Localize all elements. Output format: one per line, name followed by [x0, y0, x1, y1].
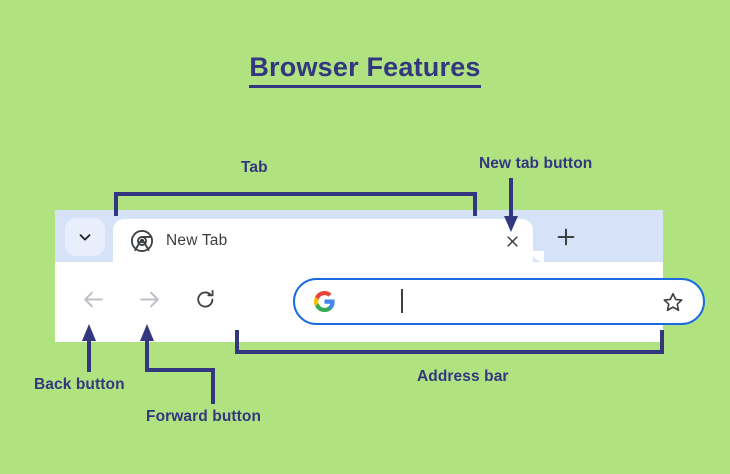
- page-title-text: Browser Features: [249, 52, 481, 88]
- tab-title: New Tab: [166, 231, 228, 249]
- annotation-label-forward-button: Forward button: [146, 408, 262, 425]
- arrow-left-icon: [81, 287, 106, 317]
- bookmark-star-icon[interactable]: [661, 290, 685, 314]
- annotation-label-new-tab-button: New tab button: [479, 155, 593, 172]
- forward-button[interactable]: [129, 282, 169, 322]
- google-g-icon: [313, 290, 336, 313]
- annotation-label-back-button: Back button: [34, 376, 125, 393]
- chrome-logo-icon: [131, 229, 153, 252]
- annotation-label-address-bar: Address bar: [417, 368, 509, 385]
- new-tab-button[interactable]: [551, 224, 581, 254]
- browser-window: New Tab: [55, 210, 705, 342]
- page-title: Browser Features: [0, 52, 730, 88]
- address-bar[interactable]: [293, 278, 705, 325]
- browser-tab[interactable]: New Tab: [113, 219, 544, 262]
- back-button[interactable]: [73, 282, 113, 322]
- tab-search-button[interactable]: [65, 218, 105, 256]
- chevron-down-icon: [76, 228, 94, 246]
- arrow-right-icon: [137, 287, 162, 317]
- annotation-label-tab: Tab: [241, 159, 268, 176]
- browser-toolbar: [55, 262, 705, 342]
- plus-icon: [555, 226, 577, 253]
- text-caret: [401, 289, 403, 313]
- tab-close-button[interactable]: [501, 230, 523, 252]
- reload-icon: [194, 288, 217, 316]
- reload-button[interactable]: [185, 282, 225, 322]
